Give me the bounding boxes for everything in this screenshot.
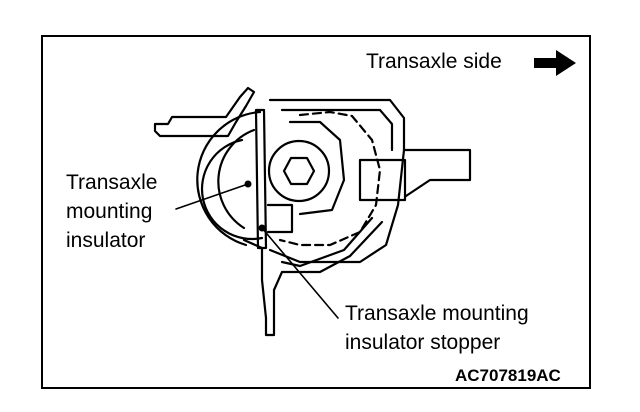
right-arm-bolt [358,158,407,202]
figure-code: AC707819AC [455,366,561,385]
transaxle-side-label: Transaxle side [366,50,502,73]
stopper-label-line1: Transaxle mounting [345,302,529,325]
insulator-leader-dot [244,180,252,188]
upper-bracket-arm [153,86,256,138]
insulator-dashed-outline [278,110,382,247]
insulator-label-line2: mounting [66,200,153,223]
right-arrow-icon [534,50,576,76]
inner-plate [266,203,294,234]
lower-bracket [242,220,384,337]
center-plate [288,120,346,216]
main-housing [268,98,406,264]
stopper-leader-dot [258,224,266,232]
insulator-leader-line [175,183,249,210]
housing-inner [280,108,394,152]
circular-boss [196,110,262,247]
hex-bolt [282,156,316,186]
right-arm [402,148,472,198]
stopper-label-line2: insulator stopper [345,331,501,354]
stopper-plate [254,108,268,250]
bolt-washer [267,139,331,203]
insulator-label-line1: Transaxle [66,171,158,194]
circular-boss-inner [217,128,256,230]
diagram-frame [41,35,591,389]
stopper-leader-line [261,227,339,319]
insulator-label-line3: insulator [66,229,146,252]
lower-bracket-edge [280,216,374,268]
